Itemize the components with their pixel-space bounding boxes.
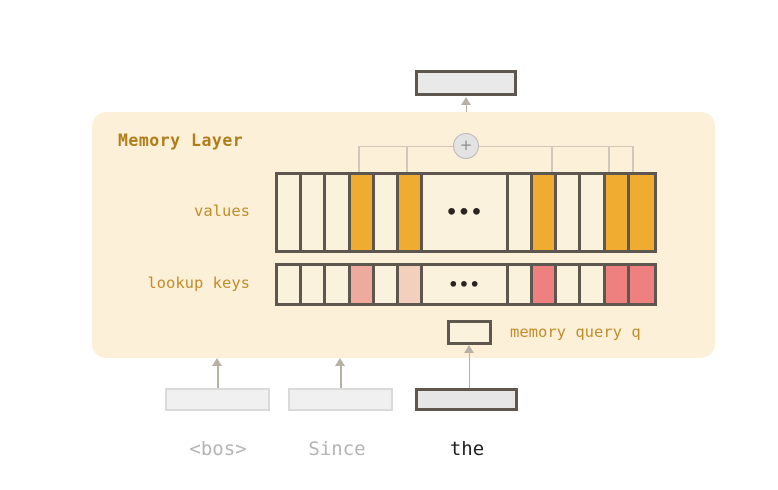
output-representation-box [415, 70, 517, 96]
values-cell [302, 175, 327, 250]
values-cell [557, 175, 582, 250]
token-since-arrowhead [335, 358, 345, 366]
memory-query-box [447, 320, 492, 345]
key-cell [326, 266, 351, 303]
key-cell-matched [533, 266, 558, 303]
values-grid: ••• [275, 172, 657, 253]
values-row-label: values [194, 202, 250, 220]
key-cell [302, 266, 327, 303]
keys-truncation-cell: ••• [423, 266, 509, 303]
values-cell [374, 175, 399, 250]
key-cell [508, 266, 534, 303]
values-cell [326, 175, 351, 250]
key-cell-matched [398, 266, 424, 303]
aggregation-bus-line [358, 145, 633, 148]
lookup-keys-grid: ••• [275, 263, 657, 306]
token-box-bos [165, 388, 270, 411]
aggregation-drop-line-4 [608, 146, 610, 173]
values-cell-selected [605, 175, 630, 250]
aggregator-to-output-arrowhead [460, 97, 471, 105]
token-box-since [288, 388, 393, 411]
key-cell [557, 266, 582, 303]
lookup-keys-row-label: lookup keys [147, 274, 250, 292]
key-cell-matched [605, 266, 630, 303]
token-since-arrow-line [340, 366, 342, 388]
token-label-the: the [449, 438, 485, 460]
token-label-since: Since [308, 438, 366, 460]
keys-ellipsis: ••• [448, 274, 481, 294]
token-label-bos: <bos> [189, 438, 247, 460]
token-to-query-line [468, 352, 471, 388]
values-cell-selected [350, 175, 375, 250]
key-cell-matched [350, 266, 375, 303]
values-cell-selected [533, 175, 558, 250]
values-truncation-cell: ••• [423, 175, 509, 250]
key-cell [278, 266, 303, 303]
key-cell-matched [629, 266, 654, 303]
token-bos-arrow-line [217, 366, 219, 388]
key-cell [581, 266, 606, 303]
memory-query-label: memory query q [510, 323, 641, 341]
aggregation-drop-line-1 [358, 146, 360, 173]
key-cell [374, 266, 399, 303]
token-to-query-arrowhead [463, 345, 474, 353]
values-cell [278, 175, 303, 250]
values-cell-selected [629, 175, 654, 250]
values-cell-selected [398, 175, 424, 250]
values-cell [508, 175, 534, 250]
values-ellipsis: ••• [445, 201, 484, 223]
aggregator-plus-icon: + [453, 133, 479, 159]
aggregation-drop-line-3 [551, 146, 553, 173]
token-bos-arrowhead [212, 358, 222, 366]
aggregation-drop-line-5 [632, 146, 634, 173]
aggregation-drop-line-2 [406, 146, 408, 173]
memory-layer-title: Memory Layer [118, 131, 244, 150]
values-cell [581, 175, 606, 250]
token-box-the [415, 388, 518, 411]
